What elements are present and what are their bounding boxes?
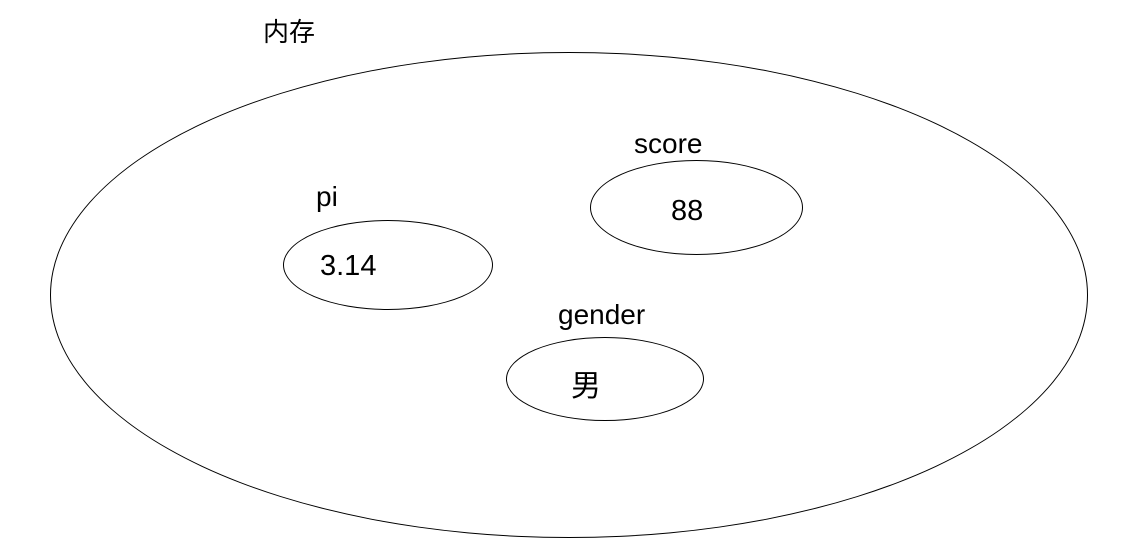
variable-ellipse-score <box>590 160 803 255</box>
variable-name-gender: gender <box>558 299 646 330</box>
variable-name-score: score <box>634 128 703 159</box>
variable-name-pi: pi <box>316 181 338 212</box>
memory-label: 内存 <box>263 17 316 47</box>
variable-value-pi: 3.14 <box>320 250 377 282</box>
variable-ellipse-gender <box>506 337 704 421</box>
variable-value-gender: 男 <box>571 370 601 403</box>
memory-ellipse <box>50 52 1088 538</box>
variable-ellipse-pi <box>283 220 493 310</box>
variable-value-score: 88 <box>671 195 704 227</box>
